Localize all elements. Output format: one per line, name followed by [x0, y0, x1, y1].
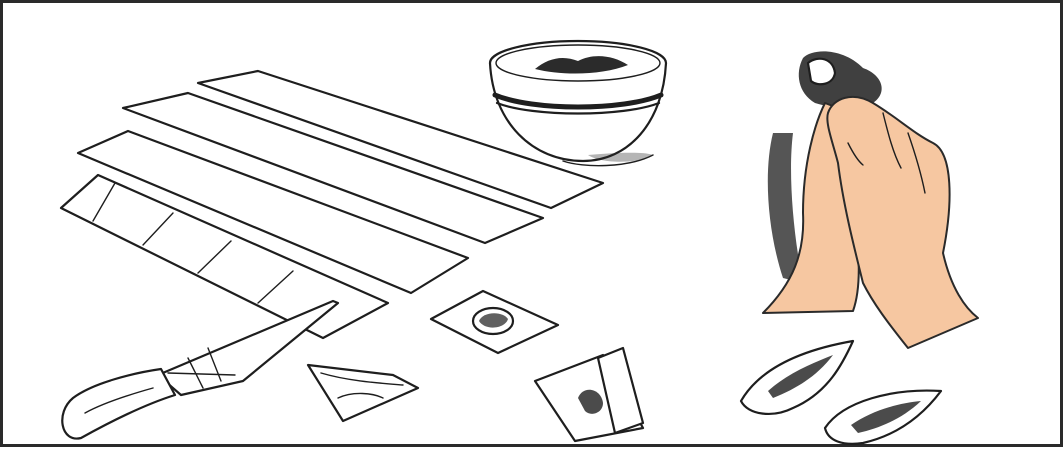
dough-square-with-filling: [431, 291, 558, 353]
filling-bowl: [490, 41, 666, 166]
hands-pinching-dumpling: [763, 51, 978, 348]
knife-blade: [158, 301, 338, 395]
folded-triangle-dumpling: [308, 365, 418, 421]
dumpling-making-illustration: [3, 3, 1063, 450]
knife-handle: [62, 369, 175, 439]
finished-dumplings: [741, 341, 941, 444]
knife: [62, 301, 338, 439]
folding-dough-square: [535, 348, 643, 441]
